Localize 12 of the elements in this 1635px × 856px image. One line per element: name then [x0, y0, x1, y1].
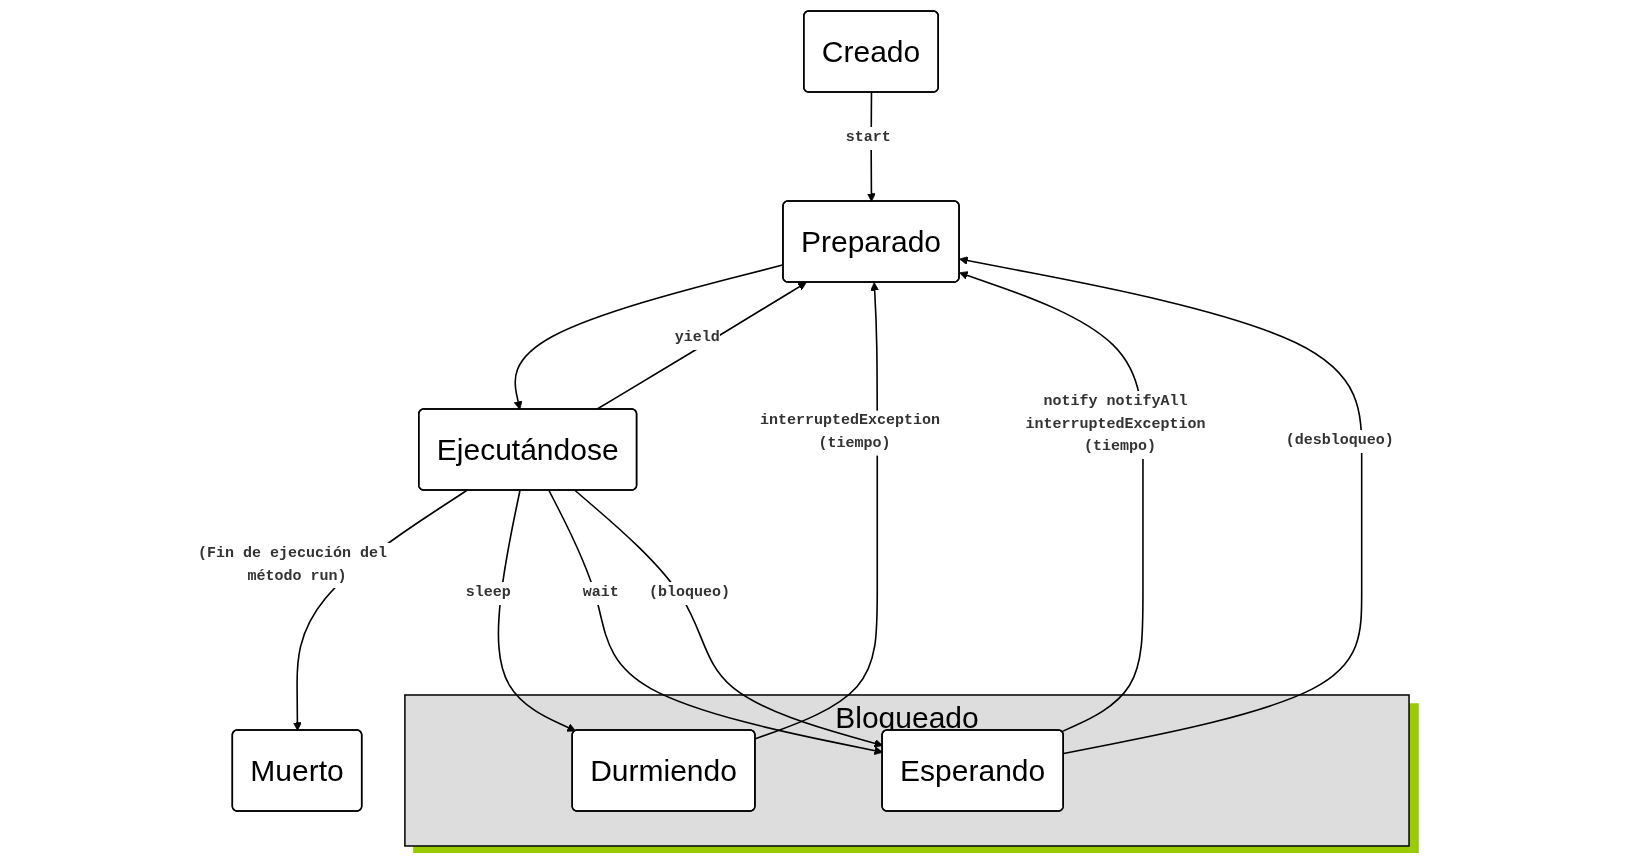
edge-label: (Fin de ejecución del método run) — [198, 544, 388, 584]
edge-label: interruptedException (tiempo) — [760, 411, 941, 452]
arrow — [497, 489, 577, 732]
arrow — [959, 270, 1144, 732]
edge-label: yield — [675, 328, 721, 346]
arrow — [959, 255, 1363, 754]
edge-label: start — [845, 128, 891, 146]
edge-label: (desbloqueo) — [1286, 431, 1395, 449]
edge-label: notify notifyAll interruptedException (tiempo) — [1025, 392, 1206, 455]
edge-label: (bloqueo) — [649, 583, 731, 601]
edge-label: wait — [582, 583, 619, 601]
edge-label: sleep — [465, 583, 511, 601]
